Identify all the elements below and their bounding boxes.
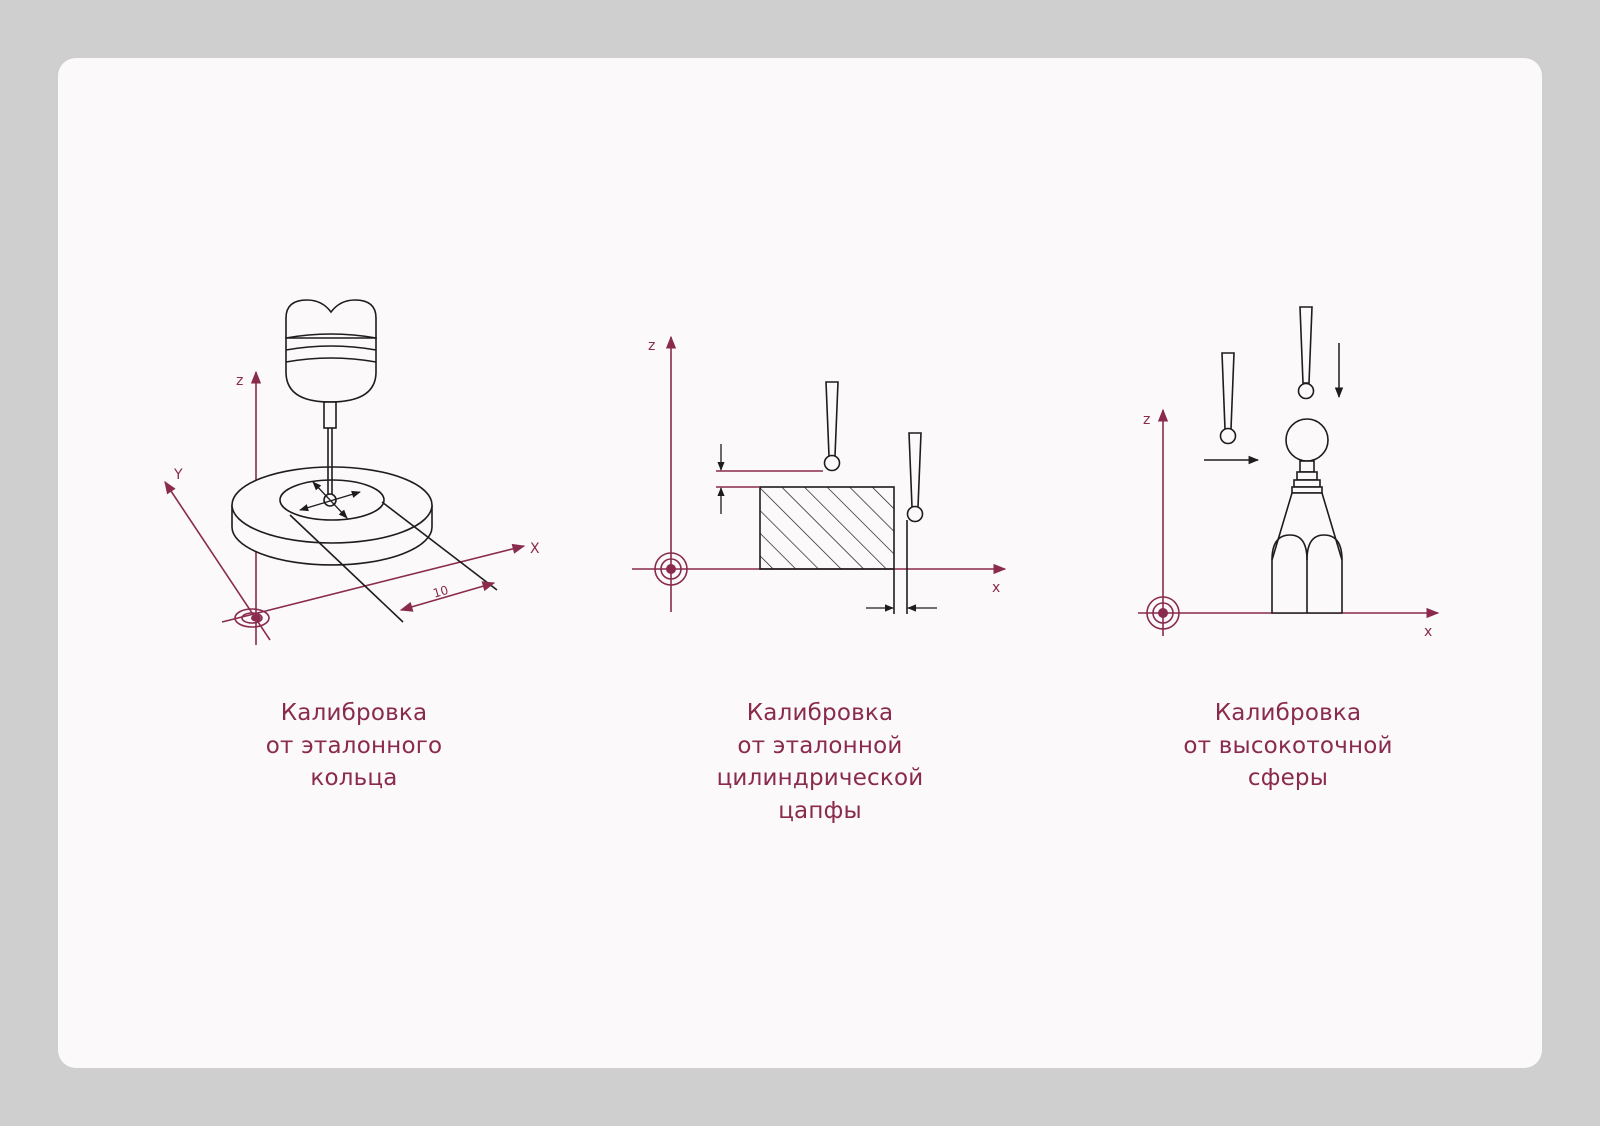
pin-caption-line-1: Калибровка — [746, 700, 894, 726]
pin-caption: Калибровка от эталонной цилиндрической ц… — [650, 697, 990, 827]
sphere-x-label: x — [1424, 624, 1432, 640]
ring-caption-line-3: кольца — [310, 765, 398, 791]
pin-caption-line-2: от эталонной — [737, 732, 903, 759]
ring-probe — [285, 299, 377, 507]
ring-caption-line-2: от эталонного — [265, 732, 443, 759]
ring-z-label: z — [236, 373, 243, 389]
ring-y-label: Y — [173, 467, 183, 483]
ring-dimension-line-left — [289, 514, 404, 623]
pin-x-label: x — [992, 580, 1000, 596]
pin-stylus-side — [906, 432, 924, 523]
ring-caption-line-1: Калибровка — [280, 700, 428, 726]
sphere-origin-icon — [1146, 596, 1180, 630]
ring-origin-icon — [234, 608, 270, 628]
sphere-caption-line-2: от высокоточной — [1183, 732, 1393, 759]
ring-x-label: X — [530, 541, 540, 557]
pin-caption-line-4: цапфы — [778, 797, 862, 824]
reference-sphere — [1271, 418, 1343, 614]
sphere-caption-line-1: Калибровка — [1214, 700, 1362, 726]
pin-calibration-diagram: z x — [632, 335, 1007, 614]
ring-calibration-diagram: z Y X 10 — [164, 299, 540, 645]
sphere-stylus-top — [1297, 306, 1315, 400]
ring-measurement-arrows — [299, 481, 361, 519]
reference-pin-section — [759, 486, 895, 570]
sphere-calibration-diagram: z x — [1138, 306, 1440, 640]
pin-z-label: z — [648, 338, 655, 354]
sphere-z-label: z — [1143, 412, 1150, 428]
ring-dimension-label: 10 — [431, 583, 450, 601]
ring-dimension-line-right — [381, 501, 498, 591]
sphere-caption-line-3: сферы — [1247, 765, 1329, 791]
ring-caption: Калибровка от эталонного кольца — [184, 697, 524, 795]
ring-x-axis — [221, 543, 526, 623]
sphere-stylus-left — [1219, 352, 1237, 445]
sphere-caption: Калибровка от высокоточной сферы — [1118, 697, 1458, 795]
pin-caption-line-3: цилиндрической — [716, 765, 924, 791]
pin-stylus-top — [823, 381, 841, 472]
pin-origin-icon — [654, 552, 688, 586]
ring-dimension-arrow — [399, 581, 496, 612]
